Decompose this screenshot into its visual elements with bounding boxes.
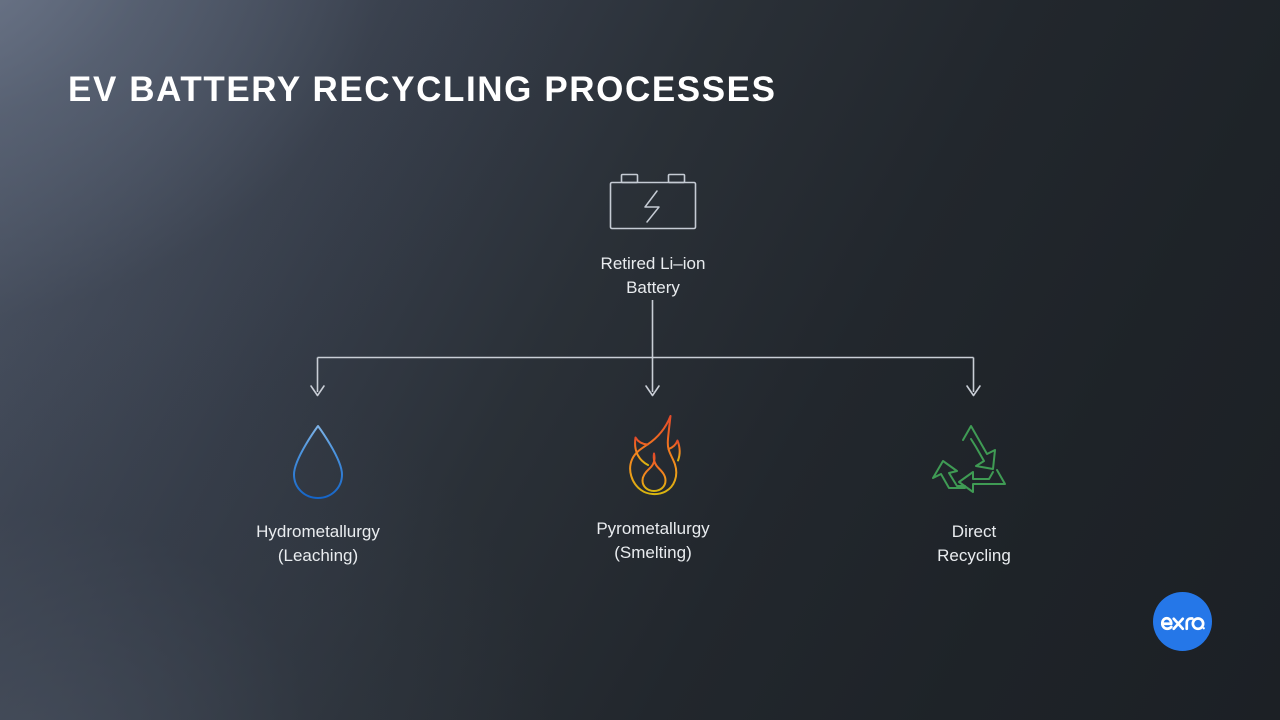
exro-wordmark-icon xyxy=(1160,616,1205,630)
flame-left-lick xyxy=(634,436,649,466)
node-label-direct-recycling: Direct Recycling xyxy=(937,522,1011,565)
flame-outer xyxy=(629,415,678,496)
arrowhead-left xyxy=(310,385,325,397)
flame-inner xyxy=(641,452,667,492)
water-droplet-icon xyxy=(293,425,343,499)
arrowhead-middle xyxy=(645,385,660,397)
node-hydrometallurgy: Hydrometallurgy (Leaching) xyxy=(218,418,418,568)
recycle-arrow-right xyxy=(958,469,1006,493)
battery-terminal-right xyxy=(667,173,686,184)
node-pyrometallurgy: Pyrometallurgy (Smelting) xyxy=(553,415,753,565)
battery-terminal-left xyxy=(620,173,639,184)
node-label-hydrometallurgy: Hydrometallurgy (Leaching) xyxy=(256,522,380,565)
page-title: EV BATTERY RECYCLING PROCESSES xyxy=(68,70,777,109)
node-label-pyrometallurgy: Pyrometallurgy (Smelting) xyxy=(596,519,710,562)
arrowhead-right xyxy=(966,385,981,397)
exro-logo[interactable] xyxy=(1153,592,1212,651)
battery-body xyxy=(609,181,697,230)
lightning-bolt-icon xyxy=(644,190,660,223)
recycle-arrow-top xyxy=(962,425,996,470)
water-droplet-icon-wrap xyxy=(218,418,418,502)
flame-icon-wrap xyxy=(553,415,753,499)
node-retired-battery: Retired Li–ion Battery xyxy=(553,166,753,300)
recycle-arrow-left xyxy=(932,460,966,489)
node-label-retired-battery: Retired Li–ion Battery xyxy=(600,254,706,297)
droplet-outline xyxy=(293,425,343,499)
flame-icon xyxy=(629,415,681,496)
exro-registered-dot xyxy=(1202,626,1205,629)
node-direct-recycling: Direct Recycling xyxy=(874,418,1074,568)
recycling-icon-wrap xyxy=(874,418,1074,502)
flame-right-lick xyxy=(667,439,681,462)
battery-icon-wrap xyxy=(553,166,753,234)
battery-icon xyxy=(609,173,697,230)
recycling-icon xyxy=(932,425,1006,493)
